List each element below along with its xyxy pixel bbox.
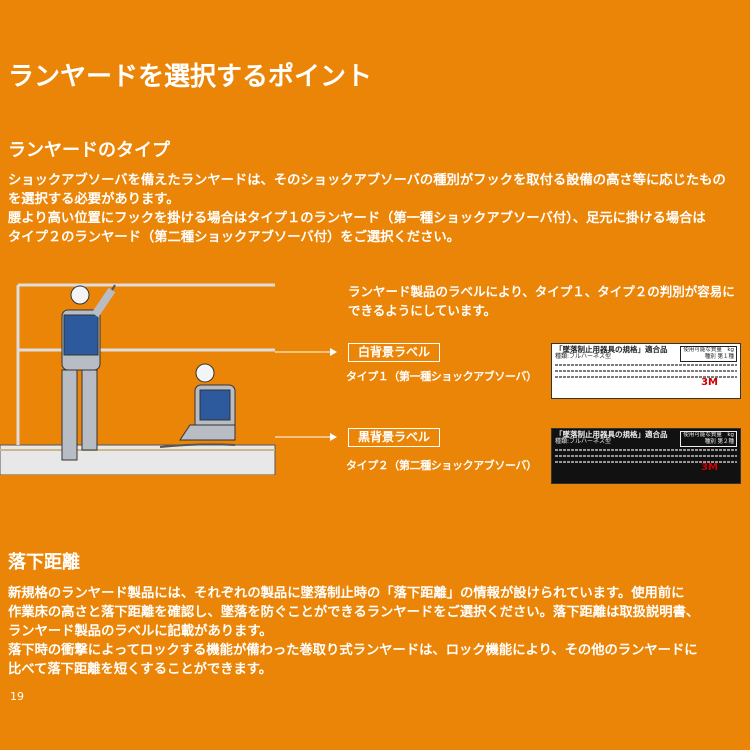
paragraph-line: 落下時の衝撃によってロックする機能が備わった巻取り式ランヤードは、ロック機能によ…	[8, 643, 698, 658]
label-fine-print	[555, 370, 737, 372]
label-note: ランヤード製品のラベルにより、タイプ１、タイプ２の判別が容易に できるようにして…	[348, 282, 735, 320]
label-mass: 使用可能な質量 kg	[683, 347, 734, 353]
page-number: 19	[10, 690, 24, 703]
label-header: 「墜落制止用器具の規格」適合品	[555, 430, 668, 439]
label-mass: 使用可能な質量 kg	[683, 432, 734, 438]
standing-worker	[61, 284, 116, 461]
3m-logo: 3M	[701, 462, 718, 473]
note-line: ランヤード製品のラベルにより、タイプ１、タイプ２の判別が容易に	[348, 284, 735, 299]
white-label-tag: 白背景ラベル	[348, 343, 440, 362]
section-paragraph: ショックアブソーバを備えたランヤードは、そのショックアブソーバの種別がフックを取…	[8, 171, 726, 247]
3m-logo: 3M	[701, 377, 718, 388]
paragraph-line: タイプ２のランヤード（第二種ショックアブソーバ付）をご選択ください。	[8, 230, 460, 245]
label-kind: 種類:フルハーネス型	[555, 353, 612, 360]
paragraph-line: 比べて落下距離を短くすることができます。	[8, 662, 273, 677]
label-fine-print	[555, 449, 737, 451]
section-paragraph: 新規格のランヤード製品には、それぞれの製品に墜落制止時の「落下距離」の情報が設け…	[8, 584, 699, 679]
page-title: ランヤードを選択するポイント	[8, 62, 373, 92]
section-heading-lanyard-type: ランヤードのタイプ	[8, 140, 170, 161]
paragraph-line: 新規格のランヤード製品には、それぞれの製品に墜落制止時の「落下距離」の情報が設け…	[8, 586, 685, 601]
paragraph-line: ショックアブソーバを備えたランヤードは、そのショックアブソーバの種別がフックを取…	[8, 173, 726, 188]
paragraph-line: を選択する必要があります。	[8, 192, 180, 207]
paragraph-line: 作業床の高さと落下距離を確認し、墜落を防ぐことができるランヤードをご選択ください…	[8, 605, 700, 620]
type2-text: タイプ２（第二種ショックアブソーバ）	[346, 459, 537, 472]
label-kind: 種類:フルハーネス型	[555, 438, 612, 445]
note-line: できるようにしています。	[348, 303, 497, 318]
label-fine-print	[555, 364, 737, 366]
black-label-tag: 黒背景ラベル	[348, 428, 440, 447]
workers-illustration	[0, 283, 337, 475]
section-heading-fall-distance: 落下距離	[8, 552, 80, 573]
label-fine-print	[555, 376, 737, 378]
label-header: 「墜落制止用器具の規格」適合品	[555, 345, 668, 354]
label-fine-print	[555, 455, 737, 457]
label-class: 種別 第１種	[704, 354, 734, 360]
label-class: 種別 第２種	[704, 439, 734, 445]
paragraph-line: ランヤード製品のラベルに記載があります。	[8, 624, 273, 639]
type1-text: タイプ１（第一種ショックアブソーバ）	[346, 370, 537, 383]
label-fine-print	[555, 461, 737, 463]
kneeling-worker	[159, 363, 236, 448]
paragraph-line: 腰より高い位置にフックを掛ける場合はタイプ１のランヤード（第一種ショックアブソー…	[8, 211, 706, 226]
